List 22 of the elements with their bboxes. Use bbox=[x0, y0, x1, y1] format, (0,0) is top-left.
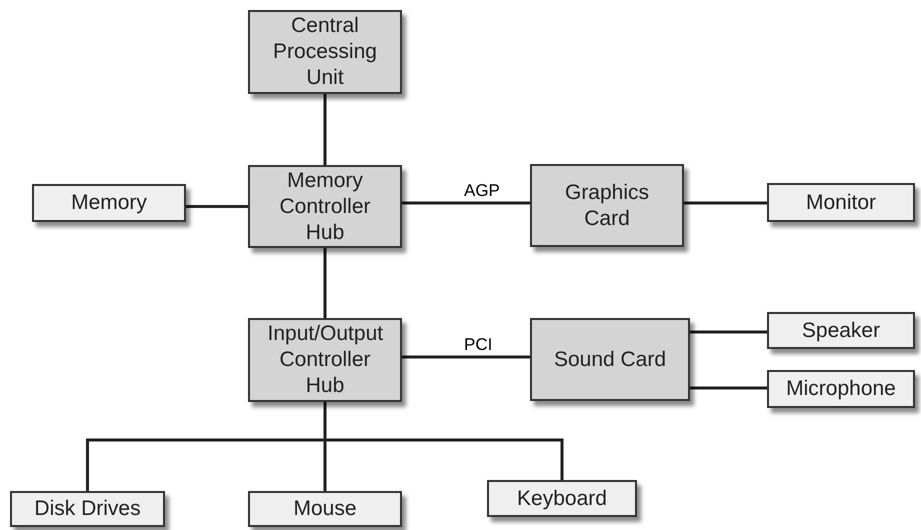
connector-line bbox=[186, 205, 248, 208]
connector-line bbox=[690, 386, 767, 390]
connector-line bbox=[402, 356, 530, 358]
box-label: Input/Output Controller Hub bbox=[268, 321, 382, 399]
box-label: Keyboard bbox=[517, 486, 607, 510]
box-label: Speaker bbox=[802, 318, 880, 342]
box-label: Mouse bbox=[293, 497, 357, 521]
edge-label: AGP bbox=[462, 182, 502, 199]
connector-line bbox=[324, 402, 564, 480]
box-label: Central Processing Unit bbox=[272, 13, 378, 91]
box-label: Sound Card bbox=[554, 346, 666, 372]
connector-line bbox=[684, 202, 767, 204]
connector-line bbox=[402, 202, 530, 204]
connector-line bbox=[324, 248, 326, 318]
box-label: Microphone bbox=[786, 377, 896, 401]
box-label: Memory Controller Hub bbox=[278, 168, 372, 246]
connector-line bbox=[324, 94, 326, 165]
box-label: Disk Drives bbox=[34, 497, 141, 521]
box-label: Monitor bbox=[806, 190, 876, 214]
box-label: Memory bbox=[71, 191, 147, 215]
box-label: Graphics Card bbox=[564, 180, 650, 232]
connector-line bbox=[690, 330, 767, 334]
